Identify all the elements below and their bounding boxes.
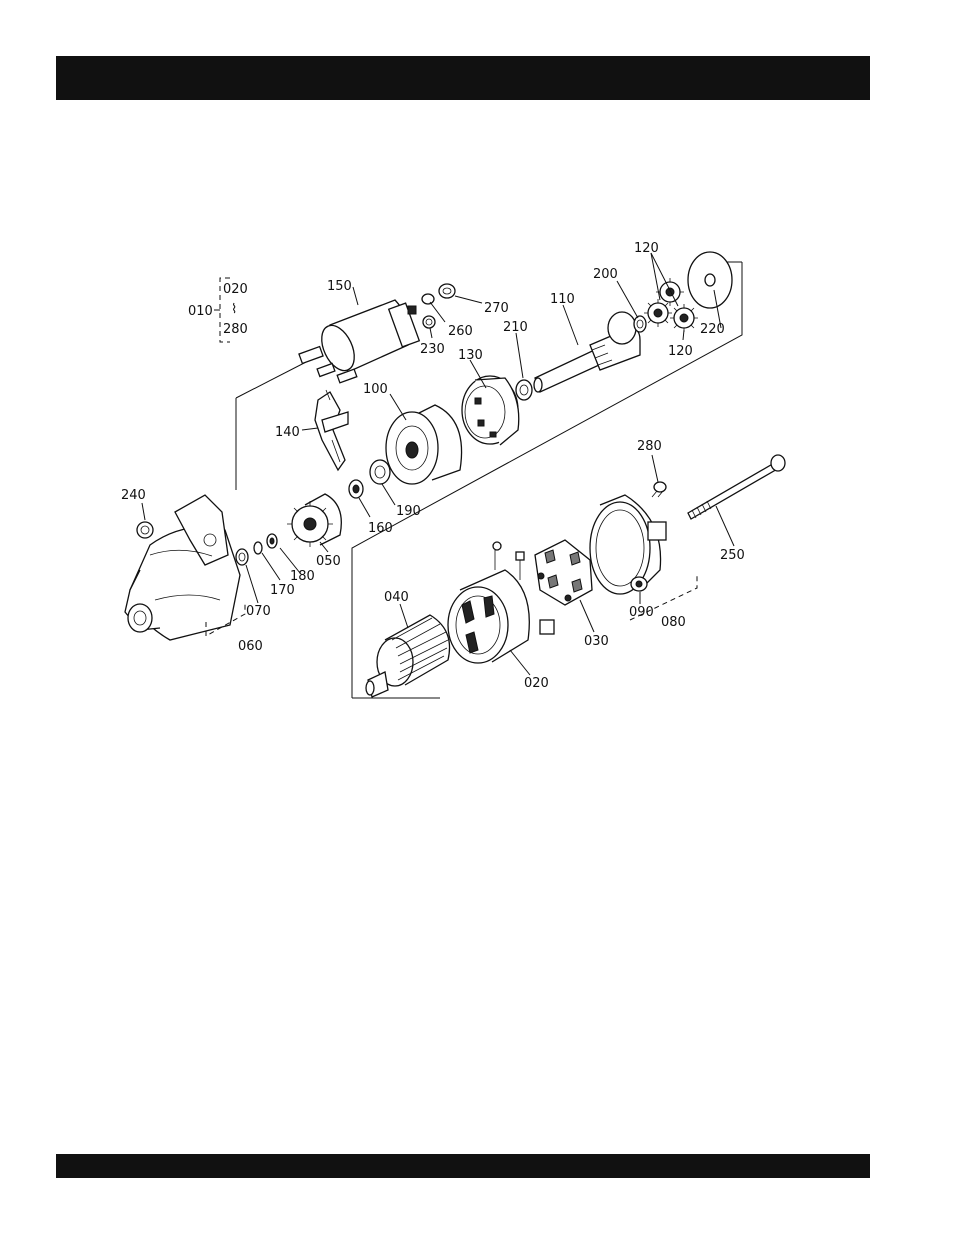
washer-part-260 (422, 294, 434, 304)
callout-230: 230 (420, 342, 445, 357)
callout-010: 010 (188, 304, 213, 319)
end-cover-part-080 (590, 495, 666, 594)
callout-020-coil: 020 (524, 676, 549, 691)
callout-240: 240 (121, 488, 146, 503)
callout-250: 250 (720, 548, 745, 563)
nut-part-090 (631, 577, 647, 591)
brush-holder-part-030 (535, 540, 592, 605)
callout-190: 190 (396, 504, 421, 519)
callout-150: 150 (327, 279, 352, 294)
callout-270: 270 (484, 301, 509, 316)
footer-bar (56, 1154, 870, 1178)
drive-housing-part-060 (125, 495, 240, 640)
callout-070: 070 (246, 604, 271, 619)
washer-part-210 (516, 380, 532, 400)
nut-part-240 (137, 522, 153, 538)
nut-part-230 (423, 316, 435, 328)
washer-part-200 (634, 316, 646, 332)
callout-200: 200 (593, 267, 618, 282)
callout-170: 170 (270, 583, 295, 598)
washer-part-190 (370, 460, 390, 484)
callout-210: 210 (503, 320, 528, 335)
callout-180: 180 (290, 569, 315, 584)
ring-part-180 (267, 534, 277, 548)
callout-110: 110 (550, 292, 575, 307)
callout-260: 260 (448, 324, 473, 339)
callout-030: 030 (584, 634, 609, 649)
callout-020-kit: 020 (223, 282, 248, 297)
yoke-part-100 (386, 405, 462, 484)
callout-130: 130 (458, 348, 483, 363)
callout-100: 100 (363, 382, 388, 397)
solenoid-switch-part-150 (299, 300, 419, 383)
callout-140: 140 (275, 425, 300, 440)
pinion-part-050 (287, 494, 341, 547)
bushing-part-070 (236, 549, 248, 565)
callout-060: 060 (238, 639, 263, 654)
plate-part-220 (688, 252, 732, 308)
callout-090: 090 (629, 605, 654, 620)
callout-range-tilde: ⌇ (231, 302, 237, 317)
callout-120-upper: 120 (634, 241, 659, 256)
callout-080: 080 (661, 615, 686, 630)
planetary-gear-part-120-lower (670, 304, 698, 332)
callout-280-kit: 280 (223, 322, 248, 337)
screw-part-280 (652, 482, 666, 497)
callout-040: 040 (384, 590, 409, 605)
callout-280-screw: 280 (637, 439, 662, 454)
callout-160: 160 (368, 521, 393, 536)
nut-part-270 (439, 284, 455, 298)
callout-220: 220 (700, 322, 725, 337)
shift-lever-part-140 (315, 390, 348, 470)
internal-gear-part-130 (462, 376, 519, 445)
callout-120-lower: 120 (668, 344, 693, 359)
callout-050: 050 (316, 554, 341, 569)
shaft-part-110 (534, 312, 640, 392)
planetary-gear-part-120-top (656, 278, 684, 306)
stop-ring-part-160 (349, 480, 363, 498)
planetary-gear-part-120-upper (644, 299, 672, 327)
through-bolt-part-250 (688, 455, 785, 519)
ring-part-170 (254, 542, 262, 554)
